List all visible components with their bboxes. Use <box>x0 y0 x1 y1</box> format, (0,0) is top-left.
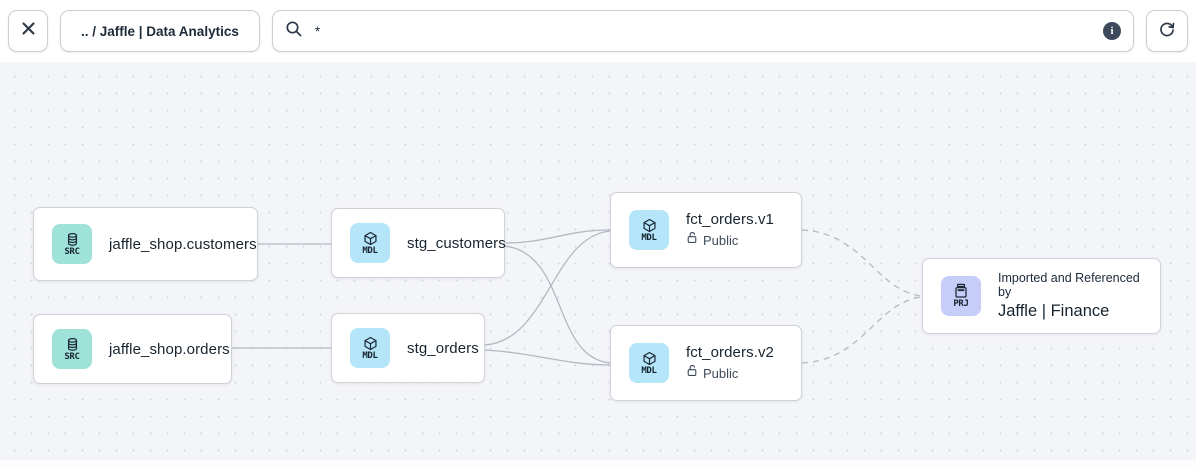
badge-label: MDL <box>362 350 378 361</box>
node-stg-customers[interactable]: MDL stg_customers <box>331 208 506 278</box>
edge-stg-customers-fct-v2 <box>504 245 611 364</box>
model-icon: MDL <box>629 343 669 383</box>
node-stg-orders[interactable]: MDL stg_orders <box>331 313 485 383</box>
edge-fct-v2-project <box>801 296 923 364</box>
model-icon: MDL <box>350 328 390 368</box>
node-fct-orders-v1[interactable]: MDL fct_orders.v1 Public <box>610 192 802 268</box>
node-title: fct_orders.v2 <box>686 344 775 361</box>
source-icon: SRC <box>52 329 92 369</box>
node-fct-orders-v2[interactable]: MDL fct_orders.v2 Public <box>610 325 802 401</box>
node-src-jaffle-shop-customers[interactable]: SRC jaffle_shop.customers <box>33 207 258 281</box>
breadcrumb[interactable]: .. / Jaffle | Data Analytics <box>60 10 260 52</box>
node-src-jaffle-shop-orders[interactable]: SRC jaffle_shop.orders <box>33 314 232 384</box>
toolbar: .. / Jaffle | Data Analytics i <box>0 0 1196 62</box>
node-title: fct_orders.v1 <box>686 211 775 228</box>
node-title: stg_orders <box>407 339 479 357</box>
access-label: Public <box>703 365 739 381</box>
project-icon: PRJ <box>941 276 981 316</box>
node-title: jaffle_shop.customers <box>109 235 257 253</box>
source-icon: SRC <box>52 224 92 264</box>
node-title: stg_customers <box>407 234 506 252</box>
node-title: Jaffle | Finance <box>998 302 1110 320</box>
refresh-icon <box>1158 20 1176 43</box>
model-icon: MDL <box>350 223 390 263</box>
access-label: Public <box>703 232 739 248</box>
node-subtitle: Imported and Referenced by <box>998 271 1140 299</box>
lineage-canvas[interactable]: SRC jaffle_shop.customers SRC jaffle_sho… <box>0 62 1196 460</box>
search-box: i <box>271 10 1134 52</box>
badge-label: SRC <box>64 246 80 257</box>
unlock-icon <box>686 364 698 382</box>
unlock-icon <box>686 231 698 249</box>
badge-label: PRJ <box>953 299 969 309</box>
badge-label: SRC <box>64 351 80 362</box>
access-row: Public <box>686 364 774 382</box>
close-icon <box>21 21 36 41</box>
access-row: Public <box>686 231 774 249</box>
model-icon: MDL <box>629 210 669 250</box>
search-input[interactable] <box>314 23 1091 39</box>
node-title: jaffle_shop.orders <box>109 340 230 358</box>
node-project-jaffle-finance[interactable]: PRJ Imported and Referenced by Jaffle | … <box>922 258 1161 334</box>
close-button[interactable] <box>8 10 48 52</box>
badge-label: MDL <box>641 232 657 243</box>
breadcrumb-label: .. / Jaffle | Data Analytics <box>81 23 239 39</box>
edge-fct-v1-project <box>801 229 923 297</box>
search-icon <box>285 20 303 43</box>
info-icon[interactable]: i <box>1103 22 1121 40</box>
badge-label: MDL <box>362 245 378 256</box>
badge-label: MDL <box>641 365 657 376</box>
edge-stg-customers-fct-v1 <box>504 229 611 244</box>
edge-stg-orders-fct-v2 <box>484 349 611 366</box>
refresh-button[interactable] <box>1146 10 1188 52</box>
